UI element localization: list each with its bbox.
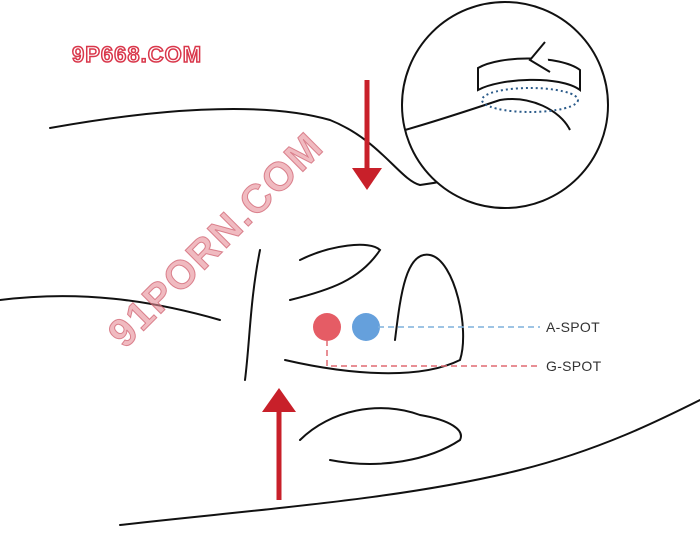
body-outline [0,108,700,526]
a-spot-marker [352,313,380,341]
g-spot-marker [313,313,341,341]
rotation-path [481,87,579,113]
rotation-arrow-icon [477,57,581,92]
watermark-primary: 9P668.COM [71,41,203,68]
a-spot-label: A-SPOT [546,319,600,335]
g-spot-label: G-SPOT [546,358,602,374]
inset-detail [401,1,609,209]
g-spot-leader [326,340,540,367]
press-arrow-down-icon [352,80,382,190]
press-arrow-up-icon [262,388,296,500]
